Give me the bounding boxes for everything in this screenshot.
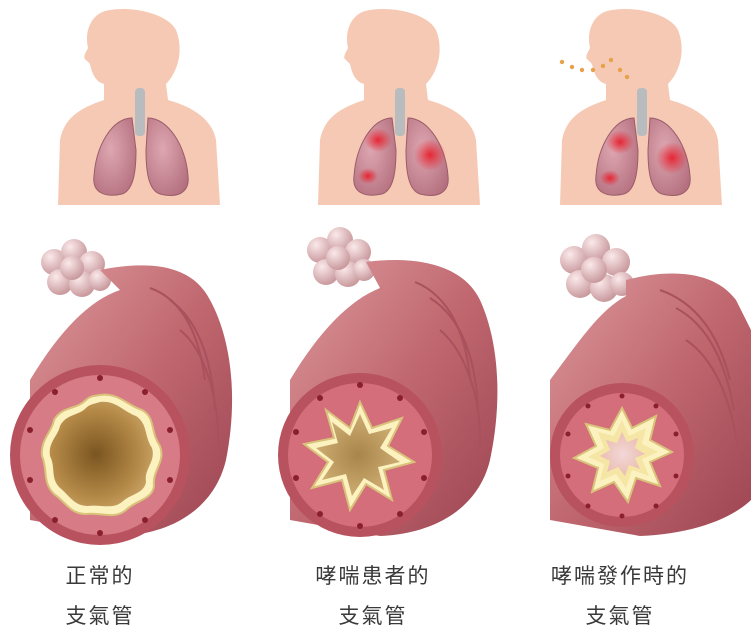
bronchus-cross-section (550, 383, 694, 527)
bronchus-cross-section (278, 373, 442, 537)
trachea (637, 88, 647, 136)
trachea (135, 88, 145, 136)
inflammation-spot (656, 142, 688, 174)
caption-line-2: 支氣管 (0, 596, 200, 636)
panel-asthma (278, 9, 497, 537)
panel-attack (550, 9, 751, 536)
inflammation-spot (358, 168, 378, 184)
alveoli-cluster (560, 234, 634, 302)
alveoli-cluster (41, 239, 111, 297)
alveoli-cluster (307, 227, 375, 287)
panel-normal (10, 9, 232, 545)
trachea (395, 88, 405, 136)
inflammation-spot (606, 130, 634, 154)
caption-attack: 哮喘發作時的 支氣管 (520, 556, 720, 636)
inflammation-spot (414, 139, 446, 171)
caption-line-2: 支氣管 (273, 596, 473, 636)
caption-asthma: 哮喘患者的 支氣管 (273, 556, 473, 636)
inflammation-spot (600, 170, 620, 186)
caption-normal: 正常的 支氣管 (0, 556, 200, 636)
inflammation-spot (364, 128, 392, 152)
bronchus-cross-section (10, 365, 190, 545)
caption-line-2: 支氣管 (520, 596, 720, 636)
caption-line-1: 哮喘發作時的 (520, 556, 720, 596)
caption-line-1: 正常的 (0, 556, 200, 596)
caption-line-1: 哮喘患者的 (273, 556, 473, 596)
